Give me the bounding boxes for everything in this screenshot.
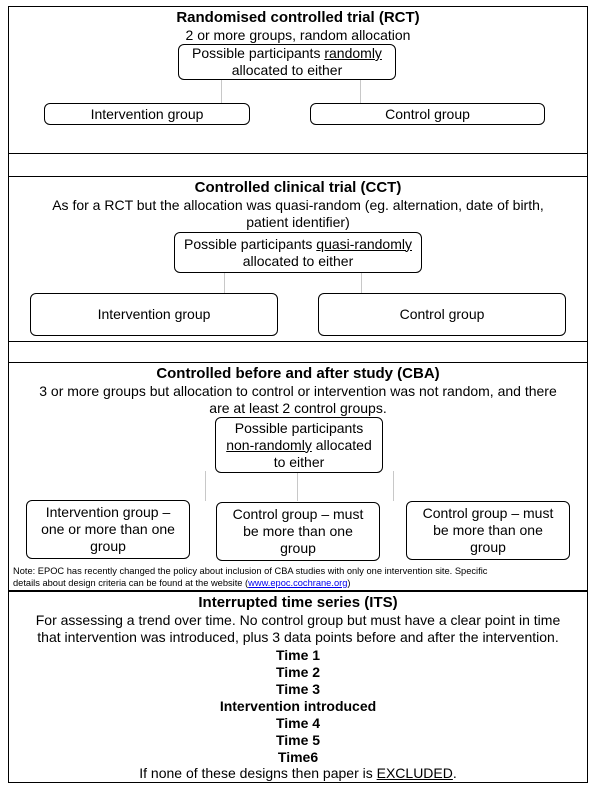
cba-participants-box: Possible participants non-randomly alloc… bbox=[215, 417, 383, 473]
cct-participants-box: Possible participants quasi-randomly all… bbox=[174, 232, 422, 273]
its-title: Interrupted time series (ITS) bbox=[198, 594, 398, 611]
rct-participants-box: Possible participants randomly allocated… bbox=[178, 44, 396, 80]
cct-participants-text-line2: allocated to either bbox=[242, 252, 354, 269]
cct-participants-text: Possible participants bbox=[183, 235, 317, 252]
excluded-word: EXCLUDED bbox=[376, 765, 453, 781]
cba-participants-underlined: non-randomly bbox=[226, 436, 312, 453]
rct-description: 2 or more groups, random allocation bbox=[185, 27, 411, 43]
its-description-line2: that intervention was introduced, plus 3… bbox=[37, 629, 559, 645]
excluded-statement: If none of these designs then paper is E… bbox=[9, 765, 587, 782]
its-time-2: Time 2 bbox=[275, 664, 321, 680]
cct-control-group-box: Control group bbox=[318, 293, 566, 336]
cba-control-group-1-line2: be more than one bbox=[243, 523, 353, 539]
cct-connector bbox=[224, 273, 225, 295]
cba-control-group-2-line1: Control group – must bbox=[422, 505, 554, 521]
cba-intervention-group-line2: one or more than one bbox=[41, 521, 175, 537]
cba-note-line2: details about design criteria can be fou… bbox=[13, 577, 249, 588]
cba-intervention-group-line1: Intervention group – bbox=[45, 504, 171, 520]
cct-description-line1: As for a RCT but the allocation was quas… bbox=[52, 197, 544, 213]
its-time-5: Time 5 bbox=[275, 732, 321, 748]
its-time-6: Time6 bbox=[277, 749, 319, 765]
cba-control-group-1-line1: Control group – must bbox=[232, 506, 364, 522]
section-gap bbox=[8, 342, 588, 362]
rct-connector bbox=[221, 79, 222, 105]
cct-participants-underlined: quasi-randomly bbox=[316, 235, 412, 252]
cba-control-group-box-1: Control group – must be more than one gr… bbox=[216, 502, 380, 561]
rct-panel: Randomised controlled trial (RCT) 2 or m… bbox=[8, 6, 588, 154]
cba-control-group-box-2: Control group – must be more than one gr… bbox=[406, 501, 570, 560]
cct-intervention-group-box: Intervention group bbox=[30, 293, 278, 336]
cba-description-line2: are at least 2 control groups. bbox=[209, 400, 387, 416]
cba-panel: Controlled before and after study (CBA) … bbox=[8, 362, 588, 591]
cba-connector bbox=[297, 471, 298, 501]
rct-participants-text-line2: allocated to either bbox=[231, 62, 343, 78]
cba-title: Controlled before and after study (CBA) bbox=[156, 365, 440, 382]
rct-control-group-label: Control group bbox=[385, 105, 470, 122]
cct-panel: Controlled clinical trial (CCT) As for a… bbox=[8, 176, 588, 342]
cba-note-line1: Note: EPOC has recently changed the poli… bbox=[13, 566, 488, 576]
cct-title: Controlled clinical trial (CCT) bbox=[194, 179, 402, 196]
its-description-line1: For assessing a trend over time. No cont… bbox=[35, 612, 561, 628]
cct-intervention-group-label: Intervention group bbox=[97, 306, 211, 322]
cba-participants-text-line2: allocated bbox=[311, 436, 372, 453]
rct-connector bbox=[360, 79, 361, 105]
cba-note-line2-end: ) bbox=[347, 577, 351, 588]
cba-intervention-group-box: Intervention group – one or more than on… bbox=[26, 500, 190, 559]
its-time-4: Time 4 bbox=[275, 715, 321, 731]
rct-intervention-group-box: Intervention group bbox=[44, 103, 250, 125]
its-time-1: Time 1 bbox=[275, 647, 321, 663]
cct-description-line2: patient identifier) bbox=[246, 214, 350, 230]
cba-connector bbox=[393, 471, 394, 501]
excluded-period: . bbox=[452, 765, 457, 781]
rct-participants-underlined: randomly bbox=[324, 45, 382, 61]
cba-intervention-group-line3: group bbox=[90, 538, 126, 554]
rct-control-group-box: Control group bbox=[310, 103, 545, 125]
section-gap bbox=[8, 154, 588, 176]
rct-title: Randomised controlled trial (RCT) bbox=[176, 9, 420, 26]
cba-description-line1: 3 or more groups but allocation to contr… bbox=[39, 383, 557, 399]
its-panel: Interrupted time series (ITS) For assess… bbox=[8, 591, 588, 783]
its-intervention-introduced: Intervention introduced bbox=[219, 698, 377, 714]
cba-participants-text-line1: Possible participants bbox=[234, 419, 364, 436]
cct-connector bbox=[361, 273, 362, 295]
its-time-3: Time 3 bbox=[275, 681, 321, 697]
cba-control-group-1-line3: group bbox=[280, 540, 316, 556]
cba-note: Note: EPOC has recently changed the poli… bbox=[9, 566, 587, 589]
cba-control-group-2-line2: be more than one bbox=[433, 522, 543, 538]
cba-participants-text-line3: to either bbox=[273, 453, 325, 470]
cba-control-group-2-line3: group bbox=[470, 539, 506, 555]
rct-intervention-group-label: Intervention group bbox=[90, 105, 204, 122]
cct-control-group-label: Control group bbox=[399, 306, 485, 322]
excluded-text: If none of these designs then paper is bbox=[139, 765, 377, 781]
rct-participants-text: Possible participants bbox=[192, 45, 325, 61]
epoc-website-link[interactable]: www.epoc.cochrane.org bbox=[248, 577, 348, 588]
cba-connector bbox=[205, 471, 206, 501]
